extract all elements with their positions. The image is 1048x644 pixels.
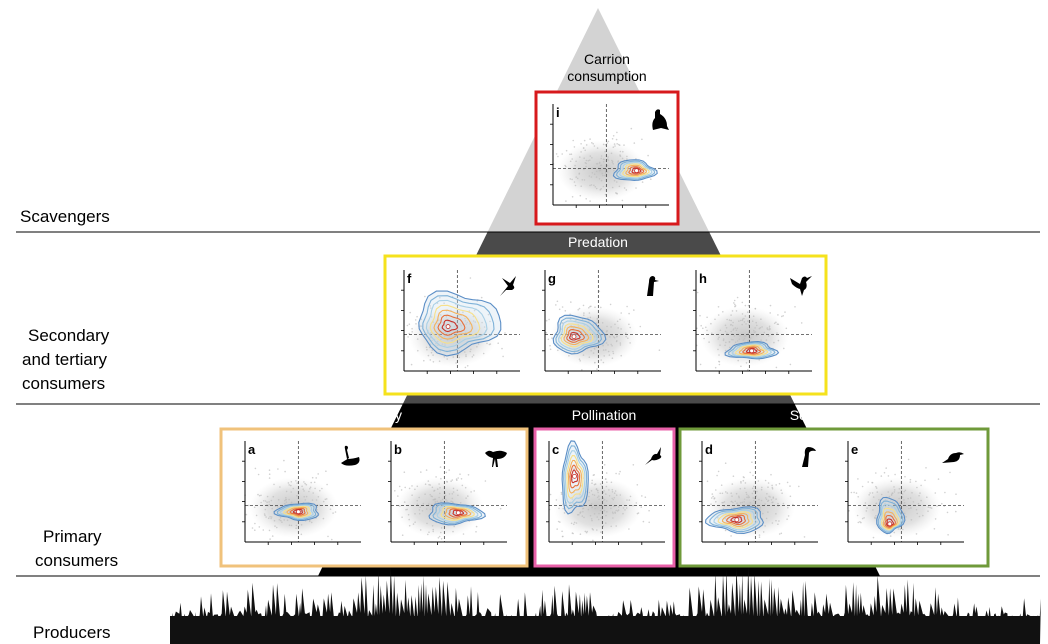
panel-density-contours <box>705 506 765 534</box>
panel-letter: i <box>556 105 560 120</box>
level-label-secondary-2: and tertiary <box>22 350 108 369</box>
role-label-predation: Predation <box>568 234 628 250</box>
role-label-carrion-2: consumption <box>567 68 646 84</box>
panel-letter: e <box>851 442 858 457</box>
panel-f: f <box>401 270 520 374</box>
panel-density-contours <box>876 496 906 535</box>
role-label-carrion-1: Carrion <box>584 51 630 67</box>
panel-density-contours <box>418 290 502 357</box>
panel-letter: f <box>407 271 412 286</box>
panel-density-contours <box>428 502 486 526</box>
panel-letter: c <box>552 442 559 457</box>
songbird-icon <box>942 452 964 463</box>
panel-density-contours <box>724 341 780 360</box>
swan-icon <box>341 445 360 466</box>
level-label-scavengers: Scavengers <box>20 207 110 226</box>
panel-i: i <box>550 104 669 208</box>
level-label-secondary-3: consumers <box>22 374 105 393</box>
panel-scatter-cloud <box>406 277 506 369</box>
role-label-seed-dispersal: Seed dispersal <box>790 407 883 423</box>
pyramid-tier-scavengers <box>318 8 880 232</box>
hummingbird-icon <box>645 447 662 465</box>
panel-d: d <box>699 441 818 545</box>
panel-density-contours <box>273 502 319 522</box>
panel-c: c <box>546 440 665 545</box>
role-label-pollination: Pollination <box>572 407 637 423</box>
level-label-secondary-1: Secondary <box>28 326 110 345</box>
panel-letter: g <box>548 271 556 286</box>
panel-scatter-cloud <box>848 458 957 539</box>
panel-grid: a b c d e f g h i <box>242 104 964 545</box>
panel-density-contours <box>552 314 607 355</box>
producers-grass-silhouette <box>170 565 1041 644</box>
frame-scavenger <box>534 90 680 226</box>
panel-g: g <box>542 270 661 374</box>
level-label-primary-1: Primary <box>43 527 102 546</box>
eagle-icon <box>790 276 812 296</box>
toucan-icon <box>802 447 816 467</box>
panel-letter: a <box>248 442 256 457</box>
panel-scatter-cloud <box>548 464 650 542</box>
level-label-producers: Producers <box>33 623 110 642</box>
panel-e: e <box>845 441 964 545</box>
panel-density-contours <box>612 159 658 181</box>
tern-icon <box>500 276 516 296</box>
panel-h: h <box>693 270 812 374</box>
panel-density-contours <box>561 440 589 515</box>
panel-letter: d <box>705 442 713 457</box>
panel-letter: b <box>394 442 402 457</box>
panel-scatter-cloud <box>552 127 652 202</box>
woodpecker-icon <box>647 276 659 296</box>
vulture-icon <box>652 109 669 130</box>
level-label-primary-2: consumers <box>35 551 118 570</box>
grass-base <box>170 616 1040 644</box>
panel-letter: h <box>699 271 707 286</box>
panel-a: a <box>242 441 361 545</box>
grouse-icon <box>485 450 507 467</box>
panel-b: b <box>388 441 507 545</box>
role-label-herbivory: Herbivory <box>342 407 402 423</box>
